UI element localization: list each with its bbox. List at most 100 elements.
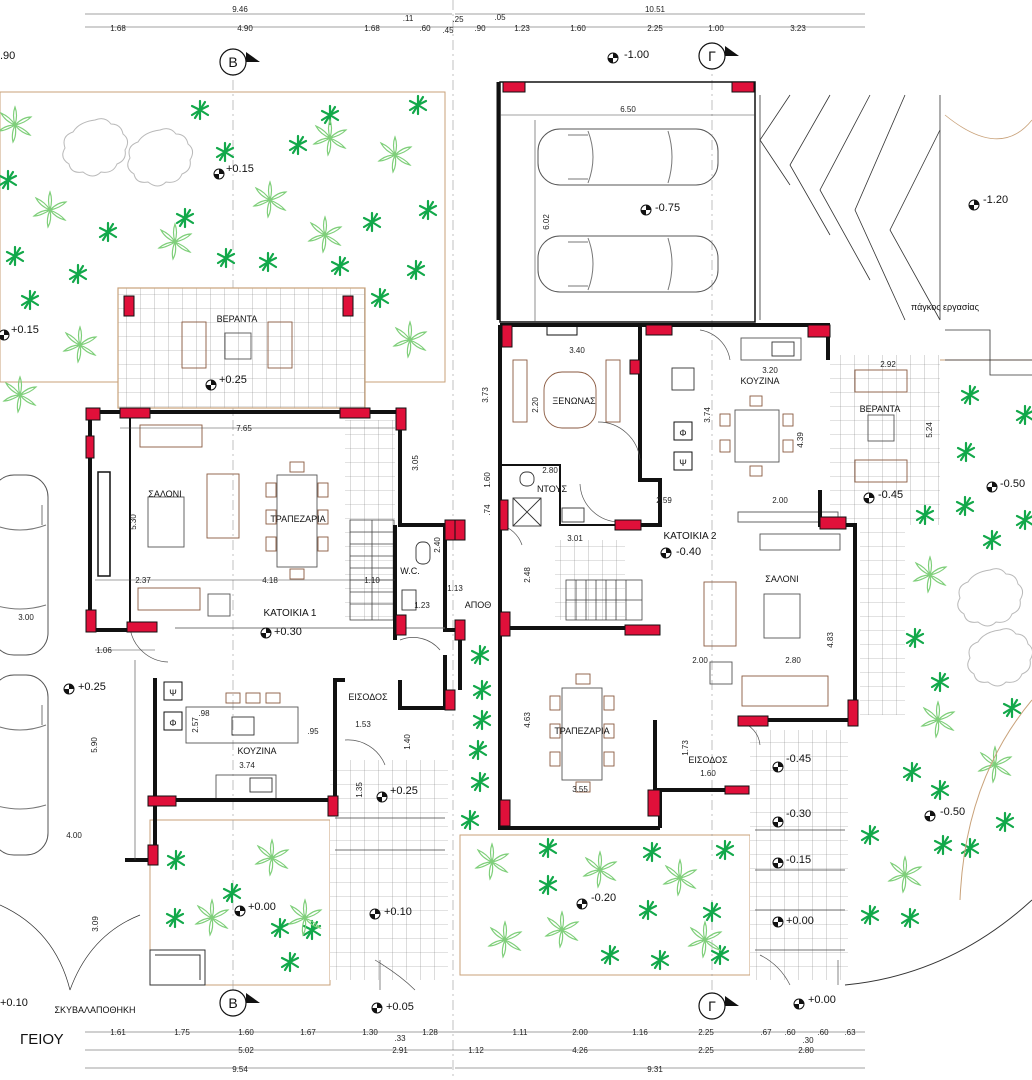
svg-text:2.59: 2.59 [656,496,672,505]
level-marker: -0.50 [986,478,1025,493]
kitchen-symbols: Ψ Φ Φ Ψ [163,421,693,731]
level-marker: -0.30 [772,808,811,828]
dim-top: 1.68 [110,24,126,33]
svg-text:-0.50: -0.50 [1000,478,1025,490]
dim-top: 1.23 [514,24,530,33]
svg-text:3.55: 3.55 [572,785,588,794]
axis-marker-b-bottom: B [219,989,260,1017]
dim-top: 4.90 [237,24,253,33]
svg-text:2.37: 2.37 [135,576,151,585]
svg-text:5.24: 5.24 [925,422,934,438]
svg-text:2.00: 2.00 [692,656,708,665]
dim-bottom: 1.16 [632,1028,648,1037]
level-marker: +0.30 [260,626,302,639]
symbol-phi: Φ [169,718,176,728]
room-katoikia-2: ΚΑΤΟΙΚΙΑ 2 [664,531,717,542]
level-marker: -0.45 [772,753,811,773]
dim-bottom-mid: 2.80 [798,1046,814,1055]
dim-bottom-mid: 1.12 [468,1046,484,1055]
level-marker: -0.50 [924,806,965,822]
dim-bottom: 2.25 [698,1028,714,1037]
svg-text:Γ: Γ [708,48,716,64]
dim-bottom: 1.67 [300,1028,316,1037]
room-veranda-1: ΒΕΡΑΝΤΑ [217,314,258,324]
dim-bottom: 1.11 [513,1028,529,1037]
svg-text:.98: .98 [198,709,210,718]
dim-bottom: .67 [760,1028,772,1037]
dim-bottom: 1.28 [422,1028,438,1037]
dim-bottom-total-right: 9.31 [647,1065,663,1074]
symbol-psi: Ψ [679,458,687,468]
svg-text:6.02: 6.02 [542,214,551,230]
plan-title-fragment: ΓΕΙΟΥ [20,1031,64,1048]
level-marker: +0.25 [63,681,106,695]
svg-text:3.01: 3.01 [567,534,583,543]
svg-text:1.53: 1.53 [355,720,371,729]
dim-bottom: 1.75 [174,1028,190,1037]
svg-text:2.92: 2.92 [880,360,896,369]
level-marker: +0.10 [369,906,412,920]
symbol-psi: Ψ [169,688,177,698]
svg-text:1.60: 1.60 [483,472,492,488]
room-skyvalapothiki: ΣΚΥΒΑΛΑΠΟΘΗΚΗ [54,1005,135,1015]
svg-text:2.80: 2.80 [542,466,558,475]
svg-text:-0.15: -0.15 [786,854,811,866]
dim-bottom: 2.00 [572,1028,588,1037]
svg-text:4.00: 4.00 [66,831,82,840]
svg-text:3.74: 3.74 [703,407,712,423]
svg-text:+0.25: +0.25 [219,374,247,386]
dim-bottom-mid: 2.91 [392,1046,408,1055]
room-eisodos-2: ΕΙΣΟΔΟΣ [688,755,728,765]
dim-bottom-mid: 4.26 [572,1046,588,1055]
svg-text:+0.15: +0.15 [226,163,254,175]
dimensions-bottom: 1.61 1.75 1.60 1.67 1.30 1.28 .33 1.11 2… [110,1028,856,1074]
dim-top: 3.23 [790,24,806,33]
room-kouzina-2: ΚΟΥΖΙΝΑ [741,376,780,386]
dim-top-total-left: 9.46 [232,5,248,14]
svg-text:-0.40: -0.40 [676,546,701,558]
svg-text:-0.45: -0.45 [878,489,903,501]
dim-bottom: 1.60 [238,1028,254,1037]
svg-text:1.60: 1.60 [700,769,716,778]
svg-text:4.63: 4.63 [523,712,532,728]
furniture [97,321,908,800]
dim-bottom: .33 [394,1034,406,1043]
svg-text:-0.75: -0.75 [655,202,680,214]
dim-top: .45 [442,26,454,35]
dim-top: 2.25 [647,24,663,33]
svg-text:2.48: 2.48 [523,567,532,583]
svg-text:.95: .95 [307,727,319,736]
svg-text:-0.50: -0.50 [940,806,965,818]
axis-marker-g-bottom: Γ [698,992,739,1020]
dim-bottom-mid: 2.25 [698,1046,714,1055]
dim-top: .90 [474,24,486,33]
svg-text:2.00: 2.00 [772,496,788,505]
svg-text:3.40: 3.40 [569,346,585,355]
room-apoth: ΑΠΟΘ [465,600,492,610]
level-marker: +0.00 [793,994,836,1010]
svg-text:+0.25: +0.25 [390,785,418,797]
ramp-chevrons [759,94,1032,376]
svg-text:B: B [228,54,237,70]
dim-bottom: 1.30 [362,1028,378,1037]
interior-dimensions: 6.50 6.02 7.65 5.30 2.37 4.18 1.10 3.00 … [18,105,934,932]
svg-text:5.90: 5.90 [90,737,99,753]
svg-text:1.06: 1.06 [96,646,112,655]
dim-top: 1.00 [708,24,724,33]
svg-text:6.50: 6.50 [620,105,636,114]
svg-text:3.73: 3.73 [481,387,490,403]
room-wc: W.C. [400,566,420,576]
bin-store [149,949,206,986]
svg-text:Γ: Γ [708,998,716,1014]
svg-text:3.74: 3.74 [239,761,255,770]
room-trapezaria-1: ΤΡΑΠΕΖΑΡΙΑ [270,514,325,524]
svg-text:2.57: 2.57 [191,717,200,733]
svg-text:3.05: 3.05 [411,455,420,471]
level-top-left-cut: .90 [0,50,15,62]
svg-text:-1.00: -1.00 [624,49,649,61]
svg-text:+0.00: +0.00 [248,901,276,913]
svg-text:.74: .74 [483,504,492,516]
svg-text:-1.20: -1.20 [983,194,1008,206]
dim-bottom: .60 [784,1028,796,1037]
level-marker: -1.00 [607,49,649,64]
